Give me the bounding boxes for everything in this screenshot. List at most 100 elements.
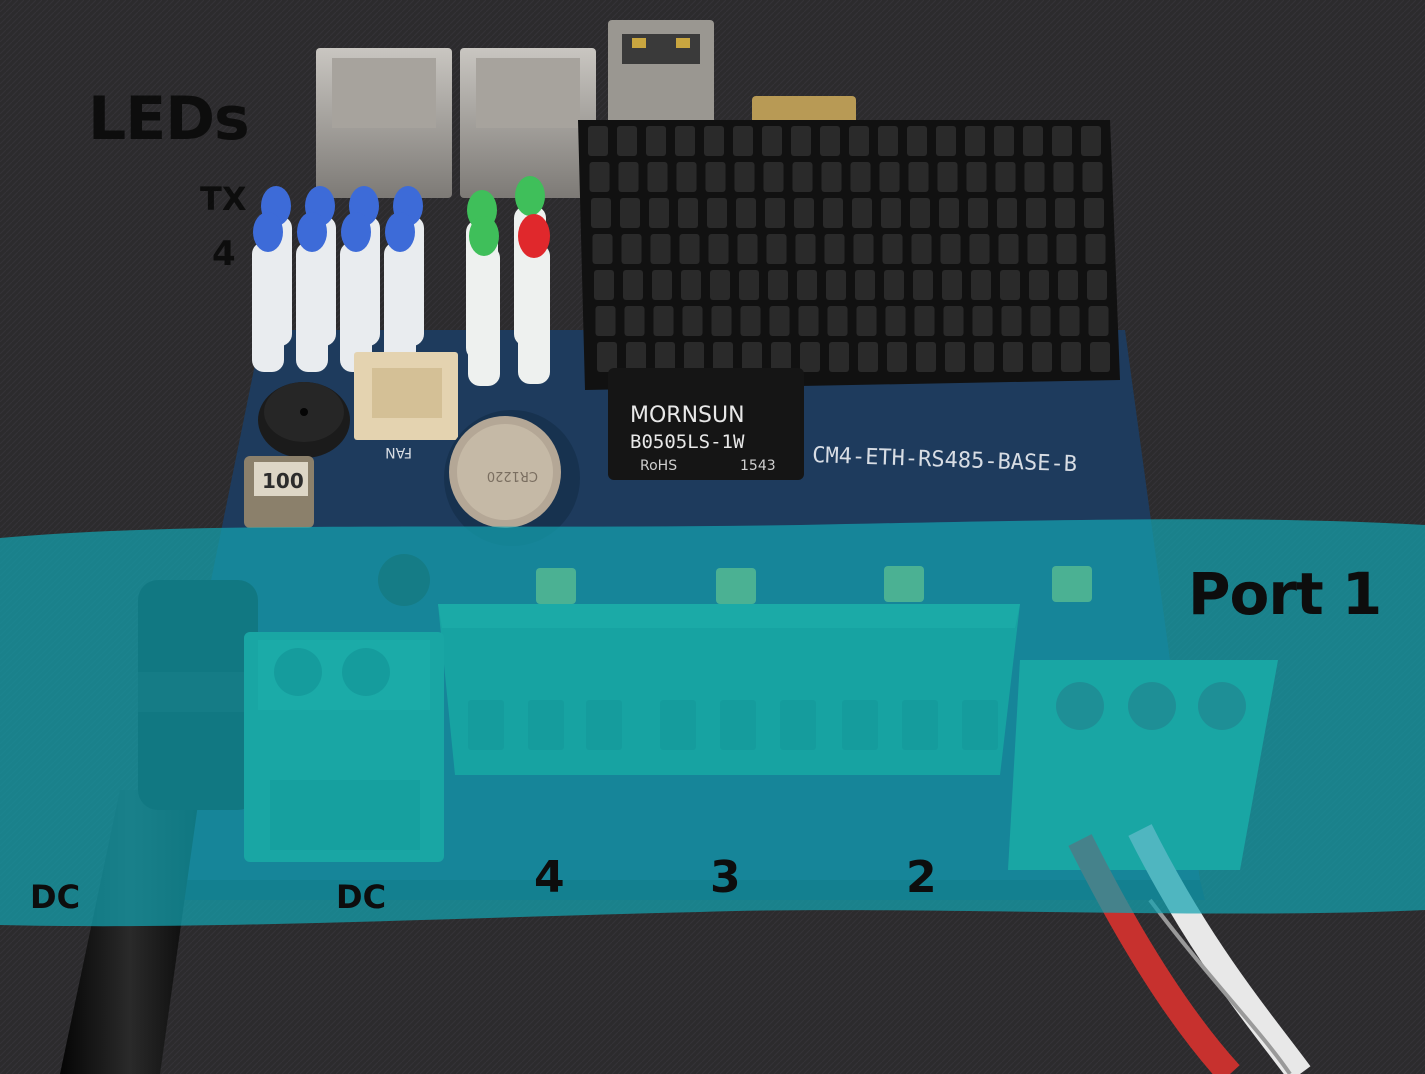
heatsink-fin	[682, 306, 703, 336]
red-led	[518, 214, 550, 258]
heatsink-fin	[823, 198, 843, 228]
heatsink-fin	[624, 306, 645, 336]
heatsink-fin	[966, 162, 987, 192]
heatsink-fin	[681, 270, 701, 300]
module-date: 1543	[740, 458, 776, 474]
heatsink-fin	[998, 234, 1019, 264]
green-led	[469, 216, 499, 256]
heatsink-fin	[704, 126, 724, 156]
blue-led	[253, 212, 283, 252]
heatsink-fin	[798, 306, 819, 336]
heatsink-fin	[1001, 306, 1022, 336]
heatsink-fin	[1029, 270, 1049, 300]
heatsink-fin	[879, 162, 900, 192]
battery-model: CR1220	[487, 468, 538, 483]
heatsink-fin	[974, 342, 994, 372]
heatsink-fin	[647, 162, 668, 192]
heatsink-fin	[736, 198, 756, 228]
heatsink-fin	[652, 270, 672, 300]
heatsink-fin	[713, 342, 733, 372]
led-light-pipe	[518, 244, 550, 384]
heatsink-fin	[791, 126, 811, 156]
heatsink-fin	[1058, 270, 1078, 300]
heatsink-fin	[972, 306, 993, 336]
heatsink-fin	[621, 234, 642, 264]
heatsink-fin	[968, 198, 988, 228]
heatsink-fin	[829, 342, 849, 372]
leds-heading: LEDs	[88, 84, 250, 154]
heatsink-fin	[884, 270, 904, 300]
inductor-code: 100	[262, 469, 304, 493]
heatsink-fin	[914, 306, 935, 336]
heatsink-fin	[994, 126, 1014, 156]
heatsink-fin	[739, 270, 759, 300]
highlight-band	[0, 519, 1425, 927]
heatsink-fin	[766, 234, 787, 264]
port2-label: 2	[906, 852, 937, 903]
heatsink-fin	[827, 306, 848, 336]
heatsink-fin	[1056, 234, 1077, 264]
led-light-pipe	[340, 242, 372, 372]
heatsink-fin	[997, 198, 1017, 228]
heatsink-fin	[826, 270, 846, 300]
heatsink-fin	[626, 342, 646, 372]
heatsink-fin	[797, 270, 817, 300]
led-light-pipe	[384, 242, 416, 372]
heatsink-fin	[824, 234, 845, 264]
heatsink-fin	[679, 234, 700, 264]
heatsink-fin	[995, 162, 1016, 192]
heatsink-fin	[1084, 198, 1104, 228]
fan-label: FAN	[385, 444, 412, 460]
heatsink-fin	[595, 306, 616, 336]
heatsink-fin	[821, 162, 842, 192]
heatsink-fin	[1052, 126, 1072, 156]
heatsink-fin	[765, 198, 785, 228]
heatsink-fin	[907, 126, 927, 156]
led-array	[252, 176, 550, 386]
heatsink-fin	[792, 162, 813, 192]
heatsink-fin	[711, 306, 732, 336]
heatsink-fin	[1003, 342, 1023, 372]
heatsink-fin	[737, 234, 758, 264]
heatsink-fin	[620, 198, 640, 228]
heatsink-fin	[771, 342, 791, 372]
heatsink-fin	[1090, 342, 1110, 372]
heatsink-fin	[623, 270, 643, 300]
heatsink-fin	[1032, 342, 1052, 372]
heatsink-fin	[649, 198, 669, 228]
heatsink-fin	[708, 234, 729, 264]
heatsink-fin	[705, 162, 726, 192]
heatsink-fin	[1024, 162, 1045, 192]
heatsink-fin	[650, 234, 671, 264]
heatsink-fin	[885, 306, 906, 336]
heatsink-fin	[850, 162, 871, 192]
heatsink-fin	[855, 270, 875, 300]
heatsink-fin	[1059, 306, 1080, 336]
heatsink-fin	[881, 198, 901, 228]
heatsink-fin	[655, 342, 675, 372]
heatsink-fin	[795, 234, 816, 264]
heatsink-fin	[653, 306, 674, 336]
heatsink-fin	[710, 270, 730, 300]
module-rohs: RoHS	[640, 458, 677, 474]
heatsink-fin	[1061, 342, 1081, 372]
heatsink-fin	[763, 162, 784, 192]
port3-label: 3	[710, 852, 741, 903]
heatsink-fin	[588, 126, 608, 156]
heatsink-fin	[939, 198, 959, 228]
heatsink-fin	[1027, 234, 1048, 264]
dc-right-label: DC	[336, 878, 387, 916]
heatsink-fin	[1000, 270, 1020, 300]
heatsink-fin	[942, 270, 962, 300]
heatsink-fin	[597, 342, 617, 372]
port1-label: Port 1	[1188, 560, 1382, 628]
heatsink-fin	[734, 162, 755, 192]
isolation-module: MORNSUN B0505LS-1W RoHS 1543	[608, 368, 804, 480]
heatsink-fin	[858, 342, 878, 372]
heatsink-fin	[849, 126, 869, 156]
heatsink-fin	[910, 198, 930, 228]
heatsink-fin	[971, 270, 991, 300]
heatsink-fin	[1030, 306, 1051, 336]
heatsink-fin	[594, 270, 614, 300]
heatsink-fin	[707, 198, 727, 228]
